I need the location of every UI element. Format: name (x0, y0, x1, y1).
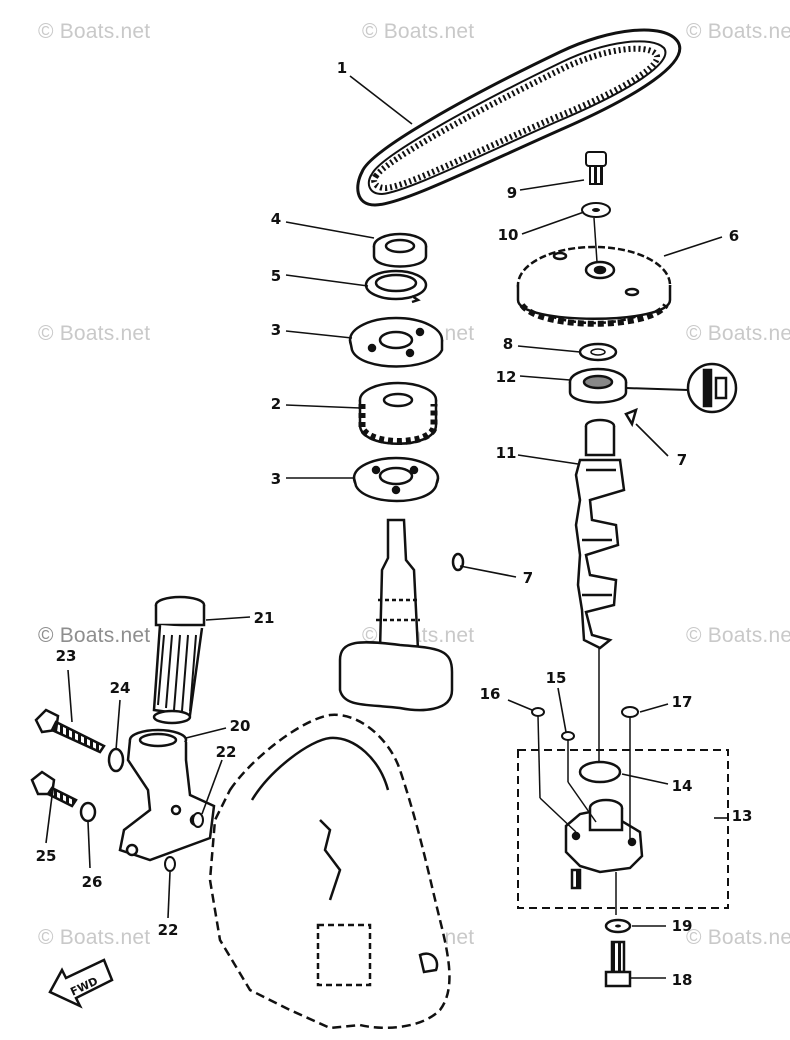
bearing-detail-icon (625, 362, 738, 414)
leader-lines (45, 75, 728, 979)
callout-3: 3 (270, 470, 282, 488)
crankcase-cover (208, 713, 451, 1030)
callout-9: 9 (506, 184, 518, 202)
callout-21: 21 (253, 609, 275, 627)
bolt-part-9 (585, 151, 607, 185)
washer-part-24 (107, 747, 125, 773)
oil-pump (537, 715, 644, 915)
callout-14: 14 (671, 777, 693, 795)
callout-23: 23 (55, 647, 77, 665)
watermark: © Boats.net (362, 20, 475, 43)
callout-7: 7 (676, 451, 688, 469)
bearing-part-12 (568, 367, 628, 404)
watermark: © Boats.net (686, 20, 790, 43)
callout-17: 17 (671, 693, 693, 711)
forward-arrow-icon: FWD (48, 958, 114, 1009)
watermark: © Boats.net (686, 322, 790, 345)
plate-part-3-lower (352, 456, 440, 503)
bolt-part-23 (34, 708, 106, 754)
timing-belt (356, 28, 682, 207)
callout-4: 4 (270, 210, 282, 228)
watermark: © Boats.net (686, 926, 790, 949)
callout-24: 24 (109, 679, 131, 697)
oil-filter (152, 595, 206, 725)
gasket-part-14 (578, 760, 622, 784)
watermark: © Boats.net (38, 624, 151, 647)
o-ring-part-15 (561, 731, 575, 741)
crankshaft-gear (358, 381, 438, 445)
callout-7: 7 (522, 569, 534, 587)
washer-part-26 (79, 801, 97, 823)
callout-16: 16 (479, 685, 501, 703)
callout-5: 5 (270, 267, 282, 285)
watermark: © Boats.net (38, 322, 151, 345)
callout-12: 12 (495, 368, 517, 386)
callout-13: 13 (731, 807, 753, 825)
camshaft-sprocket (516, 217, 672, 327)
bolt-part-18 (604, 940, 632, 988)
bolt-part-25 (30, 770, 78, 808)
callout-1: 1 (336, 59, 348, 77)
callout-19: 19 (671, 917, 693, 935)
callout-20: 20 (229, 717, 251, 735)
callout-25: 25 (35, 847, 57, 865)
plate-part-3-upper (348, 316, 444, 368)
callout-8: 8 (502, 335, 514, 353)
callout-6: 6 (728, 227, 740, 245)
callout-22: 22 (215, 743, 237, 761)
crankshaft (338, 518, 465, 712)
callout-22: 22 (157, 921, 179, 939)
nut-part-4 (372, 232, 428, 268)
callout-18: 18 (671, 971, 693, 989)
watermark: © Boats.net (686, 624, 790, 647)
callout-2: 2 (270, 395, 282, 413)
callout-11: 11 (495, 444, 517, 462)
callout-26: 26 (81, 873, 103, 891)
callout-10: 10 (497, 226, 519, 244)
o-ring-part-17 (621, 706, 639, 718)
watermark: © Boats.net (38, 20, 151, 43)
filter-bracket (118, 728, 216, 862)
camshaft (574, 407, 638, 768)
watermark: © Boats.net (38, 926, 151, 949)
o-ring-part-22 (192, 812, 204, 828)
callout-3: 3 (270, 321, 282, 339)
lock-washer-part-5 (364, 269, 428, 304)
callout-15: 15 (545, 669, 567, 687)
o-ring-part-16 (531, 707, 545, 717)
o-ring-part-22 (164, 856, 176, 872)
oil-pump-assembly-box (517, 749, 729, 909)
